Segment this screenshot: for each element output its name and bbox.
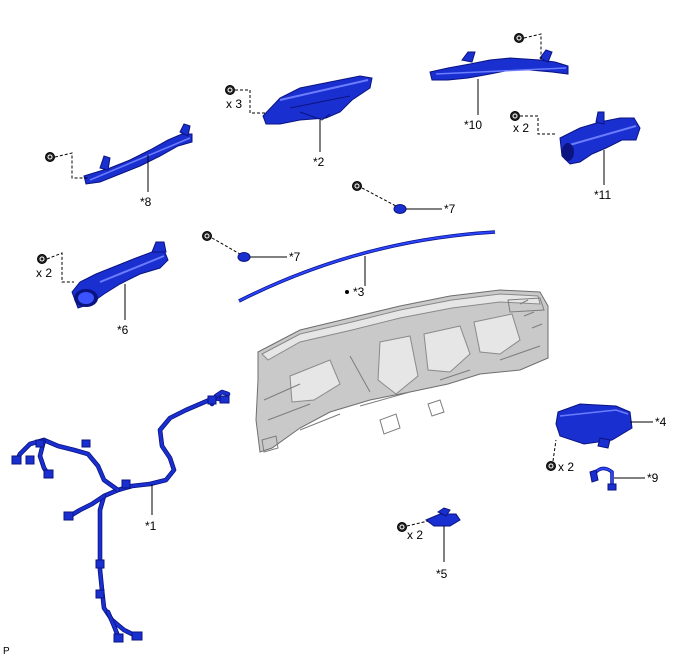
point-marker-3	[345, 290, 349, 294]
label-9: *9	[647, 471, 659, 485]
label-7b: *7	[289, 250, 301, 264]
label-5: *5	[436, 567, 448, 581]
figure-code: P	[3, 646, 10, 657]
qty-5: x 2	[407, 528, 423, 542]
part-7b-clip	[237, 252, 251, 262]
instrument-panel-frame	[255, 289, 549, 453]
part-4-module	[555, 403, 633, 449]
label-10: *10	[464, 118, 482, 132]
part-10-bracket	[429, 49, 569, 81]
screw-2	[225, 85, 235, 95]
label-8: *8	[140, 195, 152, 209]
part-11-duct	[559, 111, 641, 165]
screw-4	[546, 461, 556, 471]
label-1: *1	[145, 519, 157, 533]
label-3: *3	[353, 285, 365, 299]
label-7a: *7	[444, 202, 456, 216]
screw-6	[37, 254, 47, 264]
part-7a-clip	[393, 204, 407, 214]
part-5-bracket	[425, 507, 461, 527]
label-2: *2	[313, 155, 325, 169]
screw-8	[45, 152, 55, 162]
part-1-wire-harness	[11, 389, 231, 643]
screw-7a	[352, 181, 362, 191]
qty-11: x 2	[513, 121, 529, 135]
part-8-bracket	[83, 123, 193, 185]
qty-2: x 3	[226, 97, 242, 111]
qty-6: x 2	[36, 266, 52, 280]
connector	[219, 395, 230, 404]
screw-7b	[202, 231, 212, 241]
part-2-duct	[262, 75, 373, 125]
part-3-reinforcement	[238, 230, 496, 303]
label-4: *4	[655, 415, 667, 429]
screw-5	[397, 522, 407, 532]
screw-11	[510, 111, 520, 121]
label-11: *11	[594, 188, 611, 202]
screw-10	[514, 33, 524, 43]
part-9-clip	[589, 466, 617, 491]
part-6-duct	[71, 241, 169, 309]
label-6: *6	[117, 323, 129, 337]
qty-4: x 2	[558, 460, 574, 474]
